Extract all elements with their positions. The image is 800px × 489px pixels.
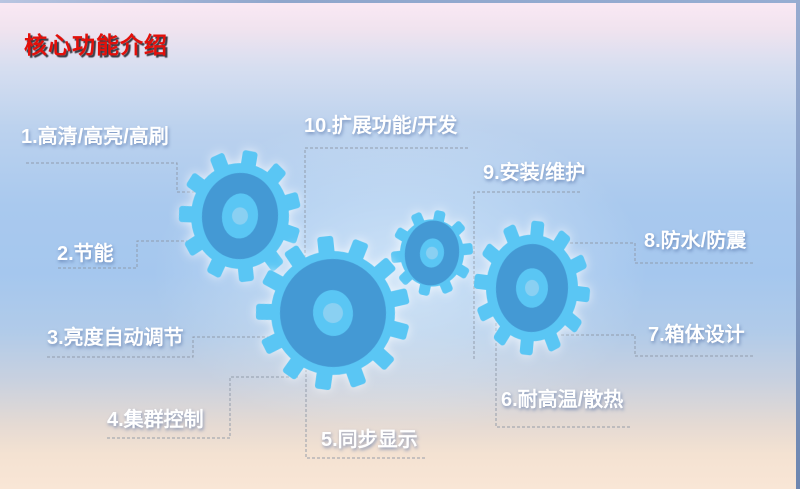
connector-line-4 [107, 376, 298, 439]
feature-label-4: 4.集群控制 [107, 409, 204, 431]
feature-label-2: 2.节能 [57, 243, 114, 265]
feature-label-9: 9.安装/维护 [483, 162, 586, 184]
gear-icon [178, 150, 301, 283]
feature-label-7: 7.箱体设计 [648, 324, 745, 346]
slide-top-border [0, 0, 800, 3]
feature-label-8: 8.防水/防震 [644, 230, 747, 252]
feature-label-10: 10.扩展功能/开发 [304, 115, 458, 137]
gear-icon [473, 220, 591, 356]
connector-line-3 [47, 336, 280, 358]
connector-line-2 [58, 240, 207, 269]
feature-label-3: 3.亮度自动调节 [47, 327, 184, 349]
connector-line-8 [560, 242, 753, 264]
connector-line-9 [473, 191, 580, 360]
connector-line-10 [304, 147, 468, 280]
page-title: 核心功能介绍 [24, 32, 168, 58]
feature-label-1: 1.高清/高亮/高刷 [21, 126, 169, 148]
slide-right-border [796, 0, 800, 489]
gear-icon [390, 210, 474, 296]
connector-line-1 [26, 162, 215, 193]
feature-label-5: 5.同步显示 [321, 429, 418, 451]
feature-label-6: 6.耐高温/散热 [501, 389, 624, 411]
gear-icon [255, 235, 410, 390]
connector-line-6 [495, 310, 630, 428]
connector-line-7 [560, 334, 753, 357]
connector-line-5 [305, 370, 425, 459]
